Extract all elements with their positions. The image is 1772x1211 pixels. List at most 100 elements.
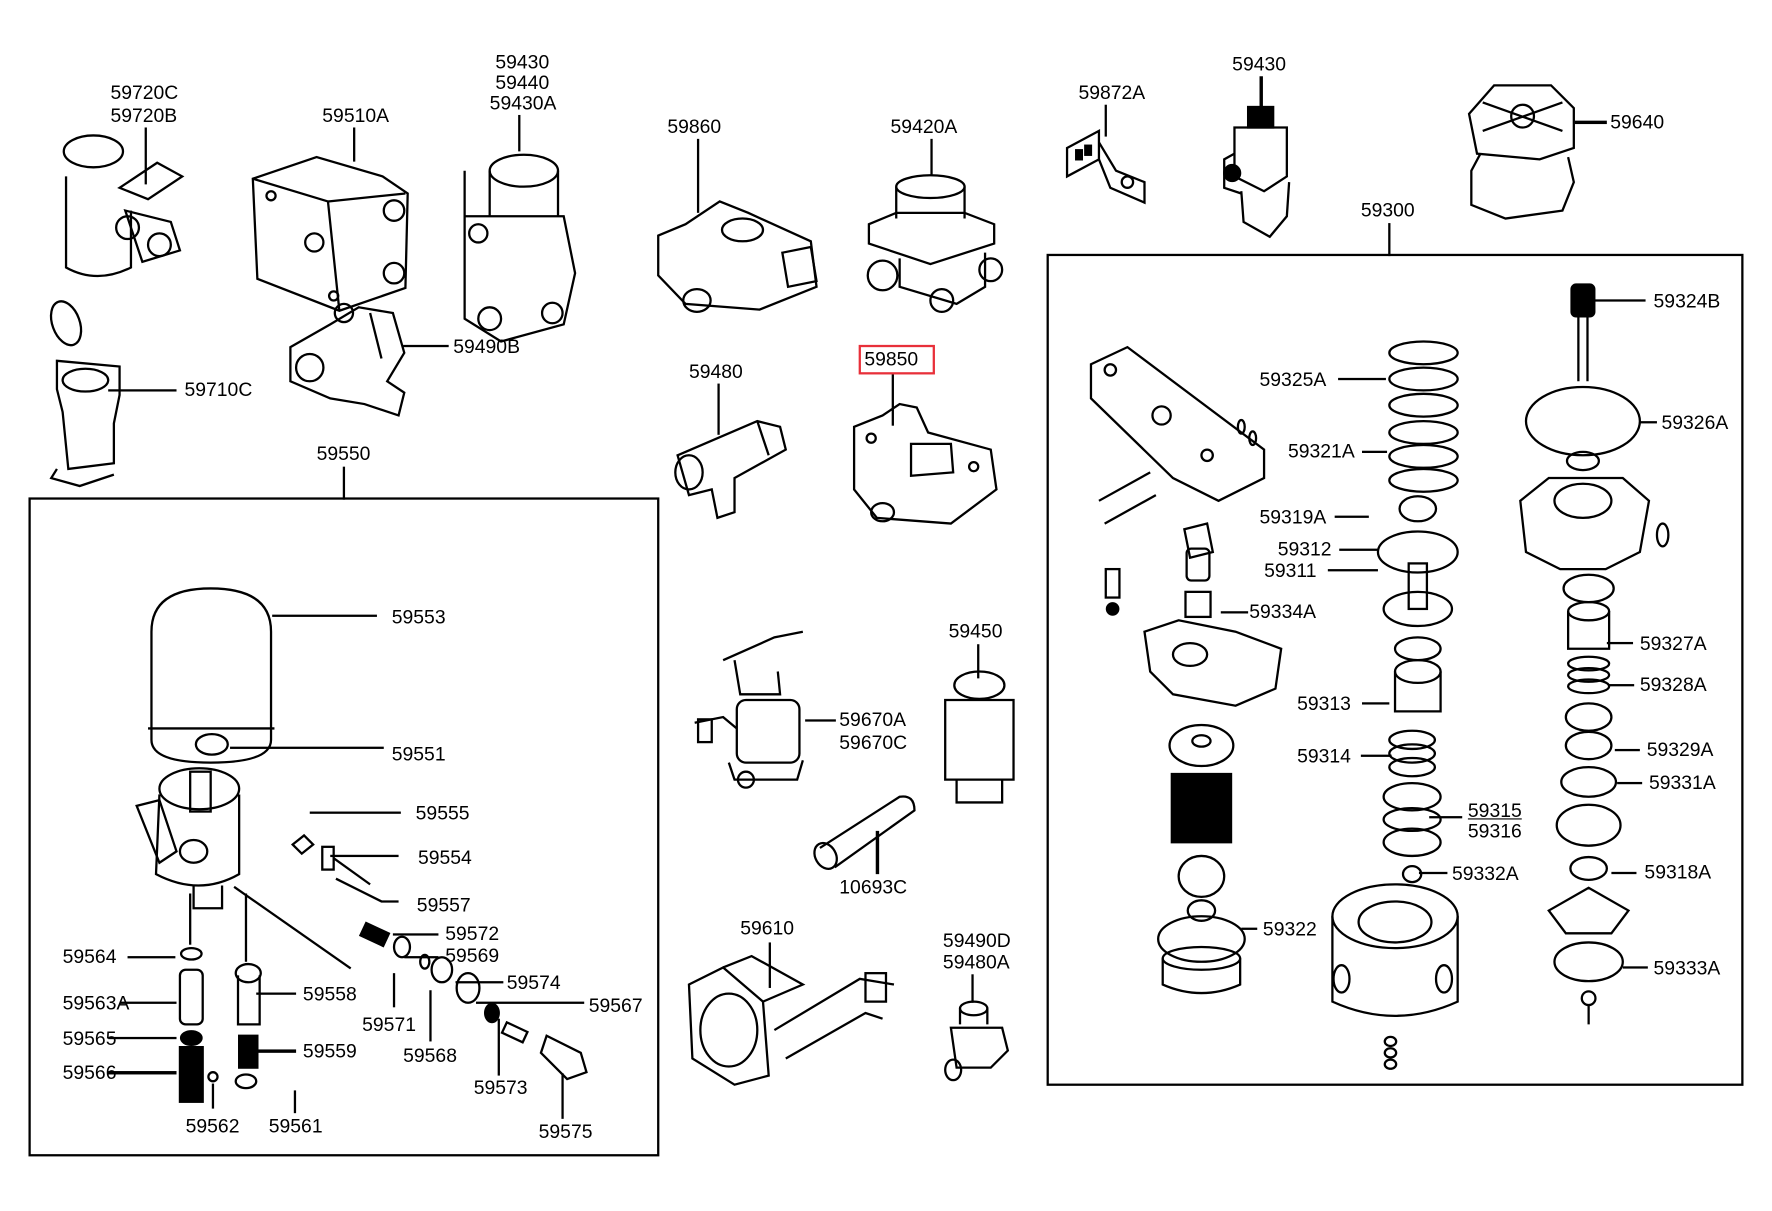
- part-label-59314[interactable]: 59314: [1297, 745, 1351, 768]
- leader-line: [1606, 641, 1634, 645]
- part-label-59312[interactable]: 59312: [1277, 538, 1332, 560]
- part-label-59563A[interactable]: 59563A: [62, 992, 130, 1015]
- part-label-59559[interactable]: 59559: [302, 1040, 357, 1062]
- part-label-59430A[interactable]: 59430A: [489, 92, 557, 114]
- part-label-59562[interactable]: 59562: [185, 1115, 240, 1138]
- part-label-59565[interactable]: 59565: [62, 1027, 117, 1050]
- part-label-59440[interactable]: 59440: [495, 71, 550, 94]
- part-label-59480[interactable]: 59480: [688, 360, 743, 383]
- part-59850-drawing: [852, 402, 998, 525]
- part-label-59610[interactable]: 59610: [740, 917, 795, 940]
- leader-line: [971, 974, 974, 1003]
- part-label-59313[interactable]: 59313: [1297, 693, 1351, 715]
- part-59552-head-drawing: [135, 767, 241, 910]
- leader-line: [403, 344, 449, 348]
- part-label-59567[interactable]: 59567: [588, 994, 643, 1017]
- part-label-59572[interactable]: 59572: [445, 923, 500, 945]
- part-59710C-drawing: [49, 300, 121, 488]
- part-label-59430-b[interactable]: 59430: [1232, 53, 1287, 76]
- part-label-59325A[interactable]: 59325A: [1259, 368, 1327, 391]
- part-label-59490B[interactable]: 59490B: [453, 335, 521, 358]
- part-label-59322[interactable]: 59322: [1262, 918, 1317, 941]
- part-label-59566[interactable]: 59566: [62, 1061, 117, 1084]
- part-label-59710C[interactable]: 59710C: [184, 379, 253, 401]
- part-label-59720B[interactable]: 59720B: [110, 104, 178, 127]
- part-label-59670C[interactable]: 59670C: [839, 731, 908, 754]
- part-label-59328A[interactable]: 59328A: [1639, 673, 1707, 696]
- part-label-59334A[interactable]: 59334A: [1249, 600, 1317, 623]
- part-label-59571[interactable]: 59571: [362, 1014, 416, 1036]
- leader-line: [189, 893, 192, 945]
- part-59562-drawing: [207, 1071, 219, 1083]
- part-label-59326A[interactable]: 59326A: [1661, 412, 1729, 434]
- part-label-59316[interactable]: 59316: [1467, 820, 1522, 843]
- leader-line: [1574, 120, 1607, 125]
- part-label-59555[interactable]: 59555: [415, 802, 470, 825]
- part-59326A-stack-drawing: [1519, 283, 1670, 571]
- leader-line: [891, 374, 894, 426]
- part-label-59327A[interactable]: 59327A: [1639, 632, 1707, 655]
- part-label-59321A[interactable]: 59321A: [1287, 440, 1355, 463]
- part-label-59333A[interactable]: 59333A: [1653, 957, 1721, 979]
- part-label-59315[interactable]: 59315: [1467, 800, 1522, 822]
- part-label-59510A[interactable]: 59510A: [322, 104, 390, 127]
- part-label-59558[interactable]: 59558: [302, 983, 357, 1006]
- part-label-59420A[interactable]: 59420A: [890, 116, 958, 138]
- part-label-59332A[interactable]: 59332A: [1451, 862, 1519, 885]
- leader-line: [497, 1018, 500, 1076]
- leader-line: [256, 992, 297, 995]
- part-59300-body-drawing: [1331, 883, 1459, 1070]
- part-label-59860[interactable]: 59860: [667, 116, 722, 138]
- part-label-59574[interactable]: 59574: [506, 972, 561, 994]
- part-label-59319A[interactable]: 59319A: [1259, 506, 1327, 529]
- leader-line: [108, 389, 177, 392]
- part-59327A-stack-drawing: [1547, 573, 1631, 1025]
- part-59860-drawing: [657, 200, 818, 314]
- part-label-59554[interactable]: 59554: [417, 846, 472, 869]
- assembly-frame-59300: [1046, 253, 1744, 1086]
- part-label-59430-a[interactable]: 59430: [495, 51, 550, 73]
- part-label-59573[interactable]: 59573: [473, 1076, 528, 1099]
- part-59553-drawing: [148, 587, 275, 764]
- part-label-59311[interactable]: 59311: [1264, 559, 1317, 582]
- part-label-59480A[interactable]: 59480A: [942, 951, 1010, 974]
- leader-line: [342, 466, 346, 500]
- part-label-59640[interactable]: 59640: [1610, 111, 1665, 134]
- part-label-59553[interactable]: 59553: [391, 606, 446, 629]
- part-label-59670A[interactable]: 59670A: [839, 709, 907, 731]
- part-label-59450[interactable]: 59450: [948, 620, 1003, 642]
- part-label-59561[interactable]: 59561: [268, 1115, 323, 1138]
- part-label-59318A[interactable]: 59318A: [1644, 861, 1712, 884]
- leader-line: [1362, 450, 1388, 454]
- part-label-59568[interactable]: 59568: [403, 1044, 457, 1067]
- leader-line: [293, 1090, 297, 1114]
- part-59610-drawing: [687, 954, 895, 1086]
- part-59334A-group-drawing: [1104, 522, 1283, 707]
- leader-line: [1339, 548, 1378, 551]
- part-label-59550[interactable]: 59550: [316, 442, 371, 465]
- part-59558-stack-drawing: [234, 962, 262, 1090]
- part-label-59300[interactable]: 59300: [1360, 199, 1415, 221]
- part-label-59720C[interactable]: 59720C: [110, 81, 179, 104]
- part-label-59324B[interactable]: 59324B: [1653, 290, 1721, 312]
- part-label-59564[interactable]: 59564: [62, 945, 117, 968]
- leader-line: [1338, 377, 1386, 381]
- leader-line: [404, 956, 439, 959]
- part-label-59551[interactable]: 59551: [391, 743, 446, 765]
- part-label-10693C[interactable]: 10693C: [839, 876, 908, 899]
- part-label-59331A[interactable]: 59331A: [1648, 771, 1716, 794]
- part-label-59490D[interactable]: 59490D: [942, 929, 1011, 952]
- part-label-59329A[interactable]: 59329A: [1646, 738, 1714, 761]
- part-label-59872A[interactable]: 59872A: [1078, 81, 1146, 104]
- part-label-59850[interactable]: 59850: [864, 348, 919, 370]
- part-label-59575[interactable]: 59575: [538, 1121, 593, 1143]
- part-label-59557[interactable]: 59557: [416, 894, 471, 917]
- part-label-59569[interactable]: 59569: [445, 944, 500, 967]
- leader-line: [1259, 76, 1263, 111]
- leader-line: [930, 138, 933, 177]
- leader-line: [1241, 927, 1258, 930]
- part-59430-solenoid-drawing: [1223, 105, 1291, 239]
- part-59322-stack-drawing: [1157, 723, 1246, 963]
- leader-line: [561, 1073, 564, 1119]
